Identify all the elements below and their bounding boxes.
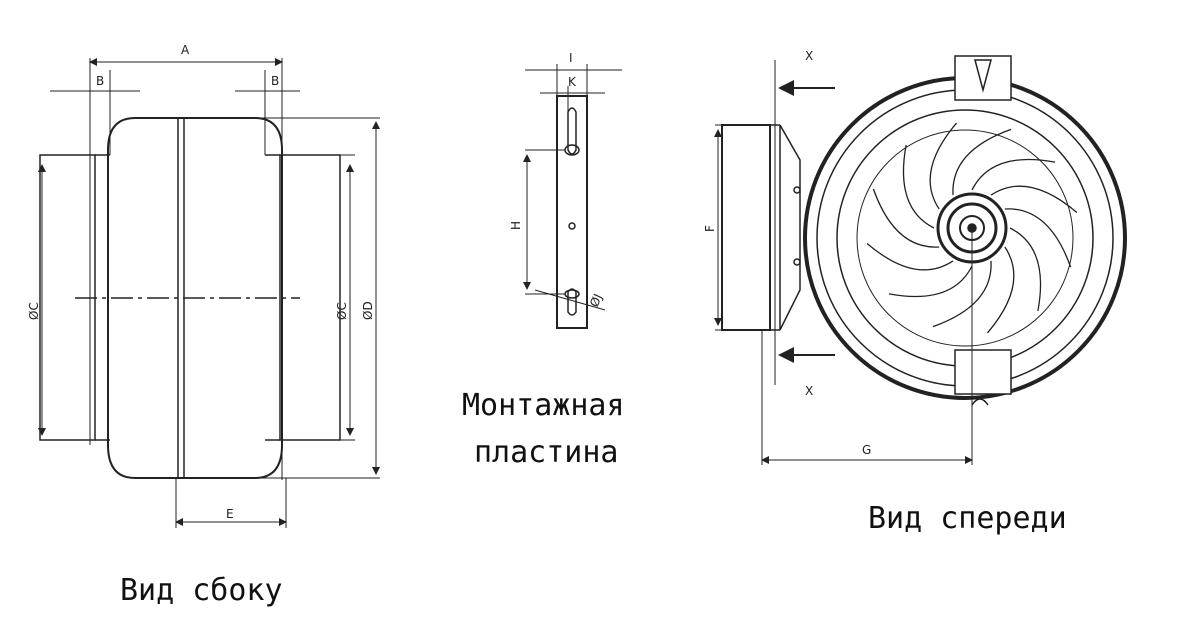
dim-H-label: H xyxy=(509,221,523,230)
plate-body xyxy=(556,95,588,329)
dim-I-label: I xyxy=(569,51,573,65)
impeller-blade xyxy=(971,158,1056,191)
plate-center-hole xyxy=(568,222,576,230)
plate-caption-line1: Монтажная xyxy=(462,388,625,423)
dim-C-left-label: ØC xyxy=(27,302,41,320)
impeller-blade xyxy=(987,246,1015,334)
impeller-blade xyxy=(888,265,973,298)
dim-X-bottom-label: X xyxy=(805,384,813,398)
bottom-bracket xyxy=(954,349,1012,395)
top-bracket xyxy=(954,55,1012,101)
mounting-plate xyxy=(523,64,622,329)
plate-caption-line2: пластина xyxy=(474,435,619,470)
impeller-blade xyxy=(1009,227,1042,312)
dim-X-top-label: X xyxy=(805,49,813,63)
dim-B-left-label: B xyxy=(96,74,104,88)
impeller-blade xyxy=(929,122,957,210)
side-view xyxy=(38,58,380,528)
impeller-blade xyxy=(1004,208,1072,268)
impeller-blade xyxy=(866,243,954,271)
dim-A-label: A xyxy=(181,43,190,57)
impeller-blade xyxy=(952,128,1012,196)
dim-J-label: ØJ xyxy=(587,292,605,310)
dim-G-label: G xyxy=(862,443,871,457)
impeller-blade xyxy=(932,260,992,328)
impeller-blade xyxy=(872,188,940,248)
side-view-caption: Вид сбоку xyxy=(120,573,283,608)
dim-F-label: F xyxy=(703,225,717,232)
plate-slot-top xyxy=(567,107,577,155)
dim-K-label: K xyxy=(568,75,577,89)
impeller-blade xyxy=(902,144,935,229)
impeller-blade xyxy=(990,185,1078,213)
right-spigot xyxy=(279,154,341,441)
dim-E-label: E xyxy=(226,507,234,521)
impeller-blades xyxy=(866,122,1078,334)
dim-D-label: ØD xyxy=(361,301,375,320)
front-view-caption: Вид спереди xyxy=(868,501,1067,536)
front-spigot xyxy=(721,124,771,331)
dim-C-right-label: ØC xyxy=(335,302,349,320)
front-view xyxy=(714,55,1127,465)
plate-slot-bottom xyxy=(567,288,577,316)
dim-B-right-label: B xyxy=(271,74,279,88)
